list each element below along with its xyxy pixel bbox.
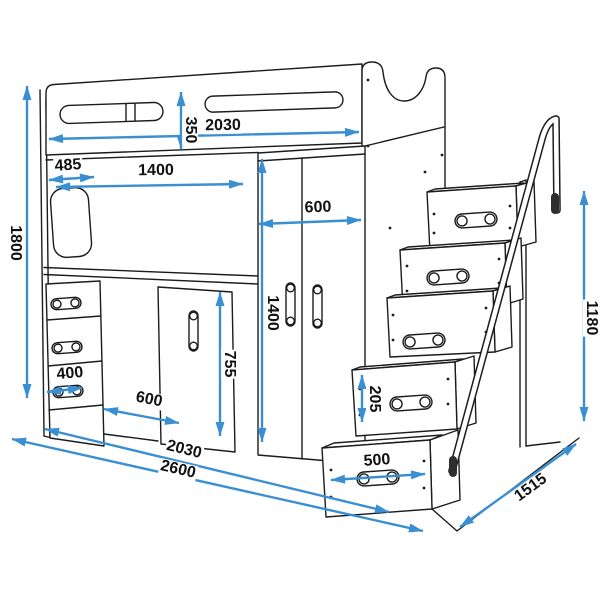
stair-drawer-1: [321, 429, 461, 518]
dimension-label-bed-top-length: 2030: [204, 116, 242, 135]
dimension-label-desk-height: 755: [221, 349, 238, 379]
dim-line-drawer-width: [46, 385, 83, 395]
stair-drawer-3: [386, 285, 513, 358]
dim-line-overall-length: [11, 437, 424, 533]
dimension-label-wardrobe-door-height: 1400: [264, 294, 281, 332]
dim-line-shelf-depth: [48, 173, 95, 184]
dimension-label-shelf-depth: 485: [53, 156, 83, 175]
dimension-label-drawer-width: 400: [55, 363, 85, 384]
dimension-label-stair-height: 1180: [583, 299, 600, 337]
dim-line-desk-depth: [103, 407, 180, 425]
dimension-label-wardrobe-width: 600: [303, 198, 333, 217]
stair-drawer-2: [351, 355, 477, 437]
wardrobe-side-panel: [364, 126, 445, 258]
dim-line-wardrobe-width: [258, 216, 362, 228]
dimension-label-bed-rail-height: 350: [182, 115, 199, 145]
dimension-label-step-height: 205: [366, 384, 383, 414]
handrail: [448, 115, 561, 477]
dim-line-step-width: [330, 470, 426, 484]
dim-line-desk-width: [55, 179, 244, 192]
dim-line-bed-top-length: [48, 127, 360, 144]
dimension-arrows: [11, 85, 589, 533]
dimension-label-desk-width: 1400: [137, 161, 175, 180]
bed-front-rail: [45, 63, 363, 156]
dimension-label-overall-height: 1800: [7, 224, 24, 262]
dimension-label-step-width: 500: [362, 451, 392, 470]
screw-dots: [329, 78, 512, 499]
